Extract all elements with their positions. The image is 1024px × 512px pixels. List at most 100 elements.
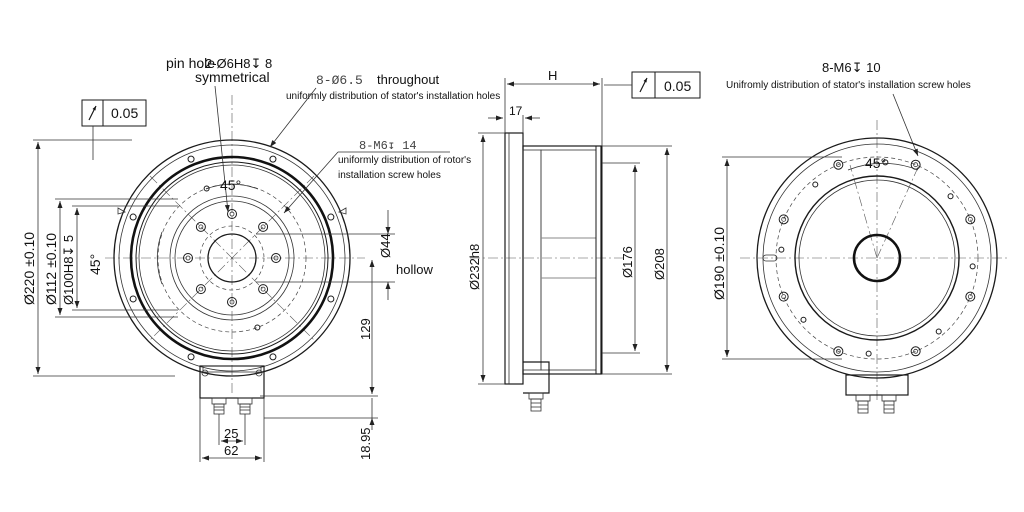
back-small-hole xyxy=(778,246,785,253)
back-body-circle xyxy=(794,175,960,341)
back-small-hole xyxy=(947,193,954,200)
dim-h: H xyxy=(548,68,557,83)
rotor-screw-note-2: installation screw holes xyxy=(338,170,441,181)
back-screw-spec: 8-M6↧ 10 xyxy=(822,60,881,75)
back-screw-hole xyxy=(910,346,921,357)
rotor-screw-hole xyxy=(227,209,237,219)
rotor-screw-spec: 8-M6↧ 14 xyxy=(359,139,417,153)
rotor-screw-hole xyxy=(271,253,281,263)
dim-25: 25 xyxy=(224,426,238,441)
back-screw-hole xyxy=(778,214,789,225)
rotor-screw-hole-inner xyxy=(273,255,279,261)
back-cable-gland-left xyxy=(855,394,871,414)
rotor-screw-hole xyxy=(183,253,193,263)
back-screw-hole-inner xyxy=(781,294,787,300)
back-screw-hole xyxy=(965,291,976,302)
back-screw-hole-inner xyxy=(967,294,973,300)
dim-112: Ø112 ±0.10 xyxy=(43,233,59,305)
stator-ring xyxy=(129,155,335,361)
cable-gland-right xyxy=(237,397,253,415)
stator-hole xyxy=(269,155,277,163)
cable-gland-left xyxy=(211,397,227,415)
pin-hole xyxy=(254,324,261,331)
back-screw-hole xyxy=(965,214,976,225)
dim-18-95: 18.95 xyxy=(358,427,373,460)
dim-44: Ø44 xyxy=(378,233,393,258)
back-small-hole xyxy=(969,263,976,270)
back-small-hole xyxy=(935,328,942,335)
rotor-screw-hole xyxy=(195,221,206,232)
back-screw-note: Unifromly distribution of stator's insta… xyxy=(726,80,971,91)
stator-hole xyxy=(269,353,277,361)
hollow-label: hollow xyxy=(396,262,433,277)
stator-hole xyxy=(129,213,137,221)
back-screw-hole-inner xyxy=(913,162,919,168)
hollow-bore xyxy=(207,233,257,283)
back-connector xyxy=(845,374,909,396)
rotor-screw-hole-inner xyxy=(198,224,204,230)
back-hollow-bore xyxy=(852,233,902,283)
rotor-screw-hole-inner xyxy=(260,286,266,292)
back-cable-gland-right xyxy=(881,394,897,414)
rotor-screw-hole xyxy=(195,284,206,295)
dim-208: Ø208 xyxy=(652,248,667,280)
front-angle-left: 45° xyxy=(87,254,103,275)
front-angle-top: 45° xyxy=(220,177,241,193)
back-screw-hole-inner xyxy=(781,216,787,222)
stator-hole xyxy=(129,295,137,303)
dim-176: Ø176 xyxy=(620,246,635,278)
back-outer-circle xyxy=(756,137,998,379)
pin-hole-label: pin hole xyxy=(166,55,215,71)
stator-hole-spec: 8-Ø6.5 xyxy=(316,73,363,88)
rotor-screw-hole-inner xyxy=(198,286,204,292)
pin-hole-spec: 2-Ø6H8↧ 8 xyxy=(205,56,272,71)
back-screw-hole-inner xyxy=(835,162,841,168)
stator-hole-note: uniformly distribution of stator's insta… xyxy=(286,91,500,102)
stator-hole xyxy=(327,295,335,303)
back-screw-hole xyxy=(833,346,844,357)
back-small-hole xyxy=(812,181,819,188)
front-tolerance-frame xyxy=(81,99,147,160)
back-screw-hole-inner xyxy=(835,348,841,354)
side-tolerance-frame xyxy=(604,71,701,99)
back-screw-hole xyxy=(833,159,844,170)
side-body xyxy=(522,145,602,375)
dim-17: 17 xyxy=(509,104,523,118)
front-tolerance-value: 0.05 xyxy=(111,105,138,121)
dim-62: 62 xyxy=(224,443,238,458)
side-cable-gland xyxy=(528,392,544,412)
rotor-screw-hole-inner xyxy=(185,255,191,261)
side-flange-plate xyxy=(504,132,524,385)
side-tolerance-value: 0.05 xyxy=(664,78,691,94)
stator-holes xyxy=(129,155,335,361)
rotor-screw-note-1: uniformly distribution of rotor's xyxy=(338,155,471,166)
rotor-screw-hole xyxy=(227,297,237,307)
rotor-screw-hole xyxy=(258,221,269,232)
side-view: H 17 0.05 Ø232h8 Ø176 Ø208 xyxy=(467,68,701,412)
back-view: 45° 8-M6↧ 10 Unifromly distribution of s… xyxy=(711,60,1008,414)
side-connector xyxy=(523,361,550,394)
stator-hole-throughout: throughout xyxy=(377,72,440,87)
back-screw-hole xyxy=(778,291,789,302)
back-screw-hole-inner xyxy=(967,216,973,222)
back-small-hole xyxy=(865,350,872,357)
back-small-hole xyxy=(800,316,807,323)
rotor-screw-hole-inner xyxy=(229,211,235,217)
stator-hole xyxy=(187,155,195,163)
dim-129: 129 xyxy=(358,318,373,340)
stator-hole xyxy=(327,213,335,221)
back-angle: 45° xyxy=(865,155,886,171)
rotor-screw-hole-inner xyxy=(229,299,235,305)
pin-hole-symmetrical: symmetrical xyxy=(195,69,270,85)
rotor-screw-holes xyxy=(183,185,281,331)
stator-hole xyxy=(187,353,195,361)
rotor-screw-hole-inner xyxy=(260,224,266,230)
front-view: 0.05 pin hole 2-Ø6H8↧ 8 symmetrical 8-Ø6… xyxy=(21,55,500,462)
dim-220: Ø220 ±0.10 xyxy=(21,232,37,305)
dim-100: Ø100H8↧ 5 xyxy=(61,235,76,305)
dim-190: Ø190 ±0.10 xyxy=(711,227,727,300)
dim-232: Ø232h8 xyxy=(467,244,482,290)
back-screw-holes xyxy=(778,159,976,357)
back-screw-hole-inner xyxy=(913,348,919,354)
